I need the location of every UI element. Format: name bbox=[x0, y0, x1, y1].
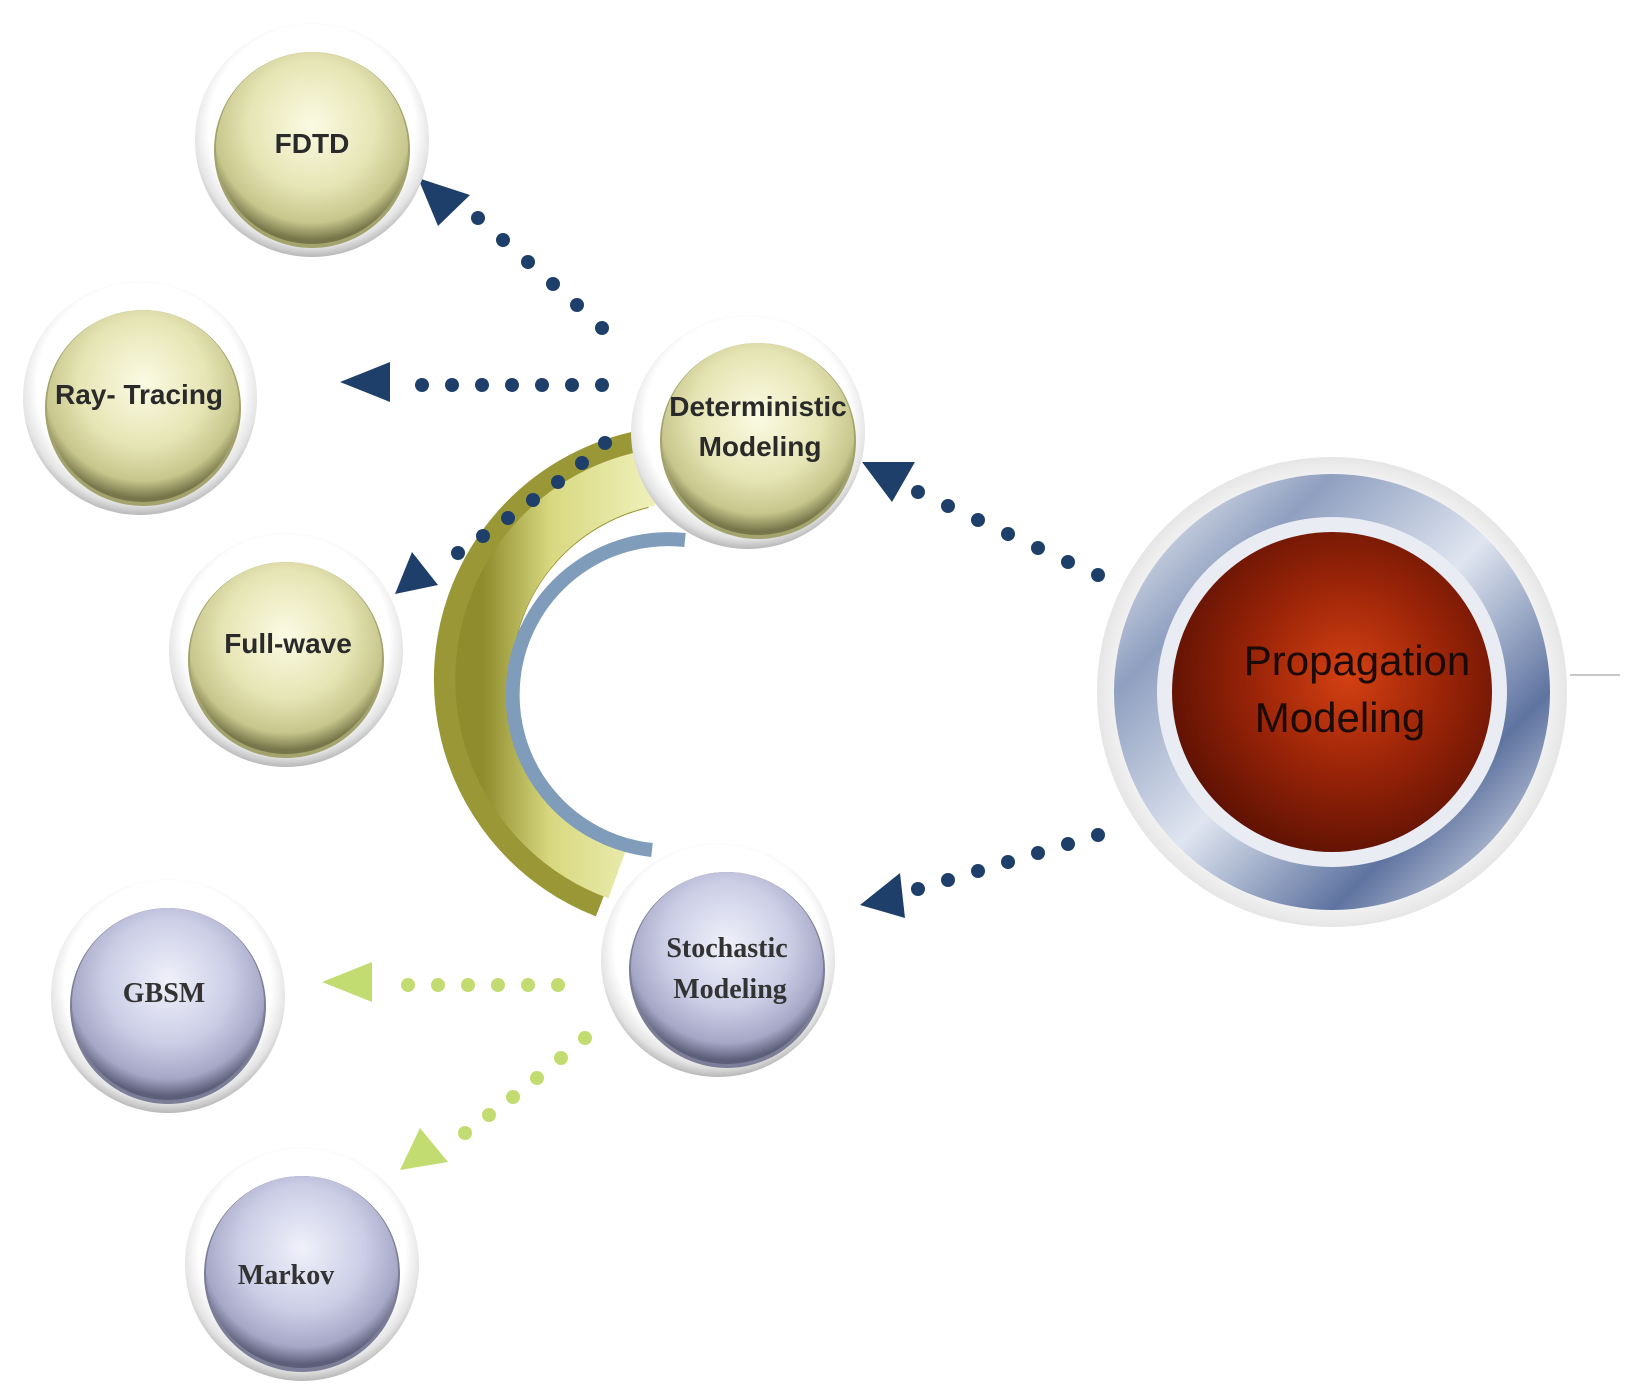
root-node-propagation-modeling: Propagation Modeling bbox=[1097, 457, 1620, 927]
root-label-line2: Modeling bbox=[1255, 694, 1425, 741]
node-markov: Markov bbox=[185, 1147, 419, 1381]
node-fdtd: FDTD bbox=[195, 23, 429, 257]
node-deterministic-modeling: Deterministic Modeling bbox=[631, 315, 865, 549]
node-full-wave: Full-wave bbox=[169, 533, 403, 767]
stochastic-label-line2: Modeling bbox=[673, 974, 787, 1005]
arrow-stochastic-to-markov bbox=[400, 1031, 592, 1170]
deterministic-label-line2: Modeling bbox=[699, 431, 822, 462]
arrow-root-to-deterministic bbox=[862, 462, 1105, 582]
stochastic-label-line1: Stochastic bbox=[666, 933, 787, 964]
node-stochastic-modeling: Stochastic Modeling bbox=[601, 843, 835, 1077]
arrow-root-to-stochastic bbox=[860, 828, 1105, 918]
markov-label: Markov bbox=[238, 1260, 334, 1291]
arrow-deterministic-to-raytracing bbox=[340, 362, 609, 402]
connector-arc bbox=[433, 431, 686, 917]
arrow-deterministic-to-fdtd bbox=[418, 178, 609, 335]
gbsm-label: GBSM bbox=[123, 978, 205, 1009]
root-label-line1: Propagation bbox=[1244, 637, 1471, 684]
arrow-stochastic-to-gbsm bbox=[322, 962, 565, 1002]
deterministic-label-line1: Deterministic bbox=[669, 391, 846, 422]
fdtd-label: FDTD bbox=[275, 128, 350, 159]
ray-tracing-label: Ray- Tracing bbox=[55, 379, 223, 410]
arrow-deterministic-to-fullwave bbox=[395, 436, 612, 594]
full-wave-label: Full-wave bbox=[224, 628, 352, 659]
node-ray-tracing: Ray- Tracing bbox=[23, 281, 257, 515]
node-gbsm: GBSM bbox=[51, 879, 285, 1113]
